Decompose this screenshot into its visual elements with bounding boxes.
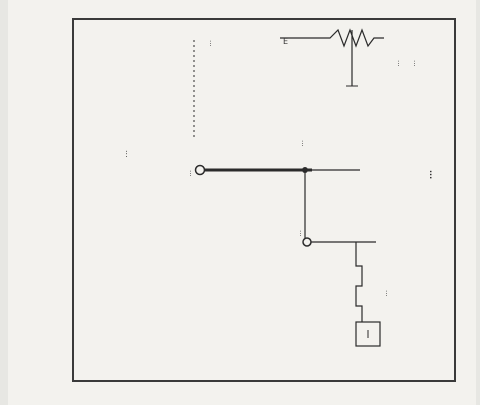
left-node <box>194 164 206 176</box>
bottom-node-label: ... <box>298 230 306 237</box>
page-border <box>72 18 456 382</box>
earth-label: E <box>283 37 288 46</box>
heading-line: ... <box>412 60 420 67</box>
note-line: ... <box>396 60 404 67</box>
sheet-title: ... <box>428 170 437 179</box>
right-note-label: ... <box>384 290 392 297</box>
top-node-label: ... <box>300 140 308 147</box>
waveform-symbol: E <box>280 28 384 87</box>
left-vertical-label: ... <box>208 40 216 47</box>
bottom-node <box>302 237 312 247</box>
mid-node-label: ... <box>188 170 196 177</box>
meter-symbol <box>355 242 381 347</box>
main-bus <box>194 164 360 176</box>
paper-sheet <box>8 0 476 405</box>
branch-line <box>302 170 376 247</box>
page-mark: ... <box>124 150 133 158</box>
